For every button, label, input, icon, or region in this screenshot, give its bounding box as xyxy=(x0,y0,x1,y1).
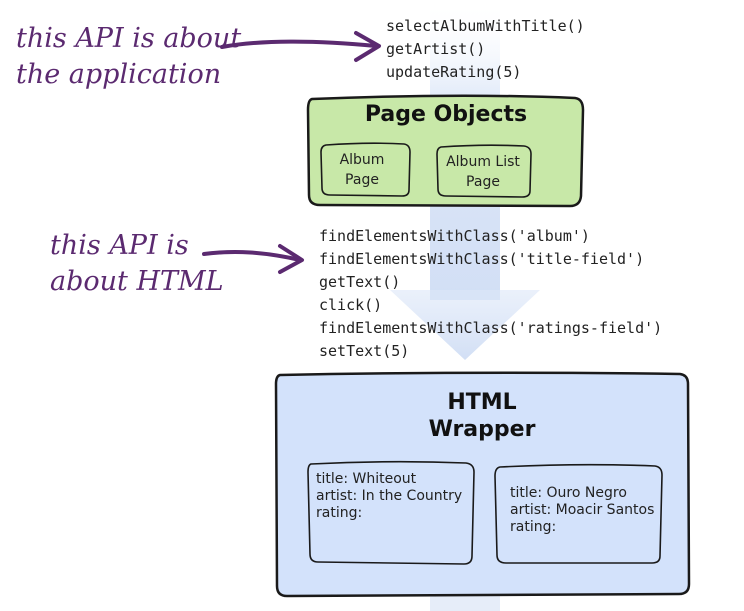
annotation-line: the application xyxy=(16,59,221,90)
annotation-arrow-icon xyxy=(220,31,381,62)
page-object-calls: selectAlbumWithTitle() getArtist() updat… xyxy=(386,17,585,81)
code-line: findElementsWithClass('ratings-field') xyxy=(319,319,662,337)
album-list-page-object: Album List Page xyxy=(436,144,532,198)
code-line: getArtist() xyxy=(386,40,485,58)
html-api-annotation: this API is about HTML xyxy=(50,230,224,297)
code-line: setText(5) xyxy=(319,342,409,360)
code-line: selectAlbumWithTitle() xyxy=(386,17,585,35)
html-wrapper-title: Wrapper xyxy=(429,417,536,442)
page-object-label: Page xyxy=(345,172,379,188)
record-line: artist: In the Country xyxy=(316,488,462,504)
page-objects-title: Page Objects xyxy=(365,102,527,127)
code-line: click() xyxy=(319,296,382,314)
page-object-label: Album List xyxy=(446,154,520,170)
record-line: rating: xyxy=(510,519,556,535)
code-line: findElementsWithClass('title-field') xyxy=(319,250,644,268)
annotation-line: about HTML xyxy=(50,266,224,297)
album-record: title: Ouro Negro artist: Moacir Santos … xyxy=(494,463,663,564)
record-line: title: Whiteout xyxy=(316,471,417,487)
code-line: getText() xyxy=(319,273,400,291)
page-object-label: Page xyxy=(466,174,500,190)
page-object-label: Album xyxy=(340,152,385,168)
record-line: artist: Moacir Santos xyxy=(510,502,654,518)
annotation-arrow-icon xyxy=(202,244,304,274)
page-objects-box: Page Objects Album Page Album List Page xyxy=(306,94,585,208)
html-wrapper-box: HTML Wrapper title: Whiteout artist: In … xyxy=(274,371,691,598)
annotation-line: this API is xyxy=(50,230,189,261)
code-line: updateRating(5) xyxy=(386,63,521,81)
code-line: findElementsWithClass('album') xyxy=(319,227,590,245)
application-api-annotation: this API is about the application xyxy=(16,23,241,90)
album-record: title: Whiteout artist: In the Country r… xyxy=(307,460,475,565)
record-line: rating: xyxy=(316,505,362,521)
html-wrapper-title: HTML xyxy=(447,390,516,415)
record-line: title: Ouro Negro xyxy=(510,485,627,501)
annotation-line: this API is about xyxy=(16,23,241,54)
html-calls: findElementsWithClass('album') findEleme… xyxy=(319,227,662,360)
album-page-object: Album Page xyxy=(320,142,411,197)
